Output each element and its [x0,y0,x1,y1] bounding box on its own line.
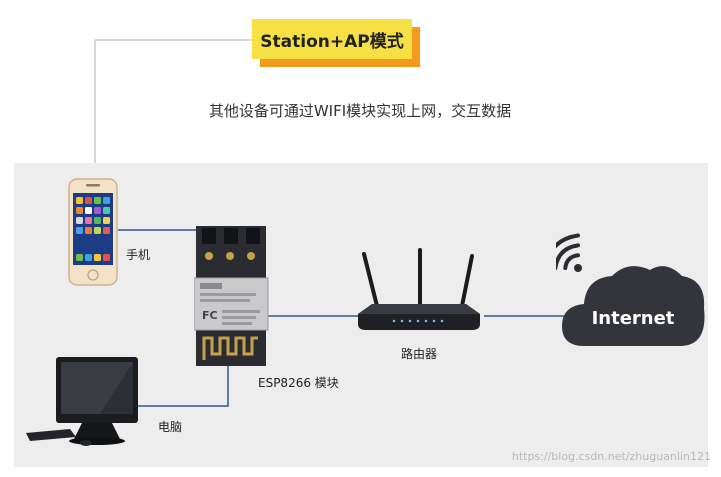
router-label: 路由器 [401,347,438,361]
phone-label: 手机 [126,248,151,262]
wifi-signal-icon [556,233,582,272]
esp8266-module-icon: FC [194,226,269,366]
cloud-label: Internet [592,308,675,329]
phone-icon [68,178,118,286]
mode-badge: Station+AP模式 [252,19,422,69]
mode-badge-label: Station+AP模式 [252,19,412,59]
computer-icon [26,357,138,446]
router-icon [358,248,480,330]
title-leader-line [94,39,252,163]
svg-text:FC: FC [202,309,218,322]
watermark-text: https://blog.csdn.net/zhuguanlin121 [511,450,711,463]
description-text: 其他设备可通过WIFI模块实现上网，交互数据 [208,102,512,120]
cloud-icon: Internet [556,233,705,346]
computer-module-link [137,360,229,407]
module-label: ESP8266 模块 [258,376,339,390]
computer-label: 电脑 [158,420,183,434]
